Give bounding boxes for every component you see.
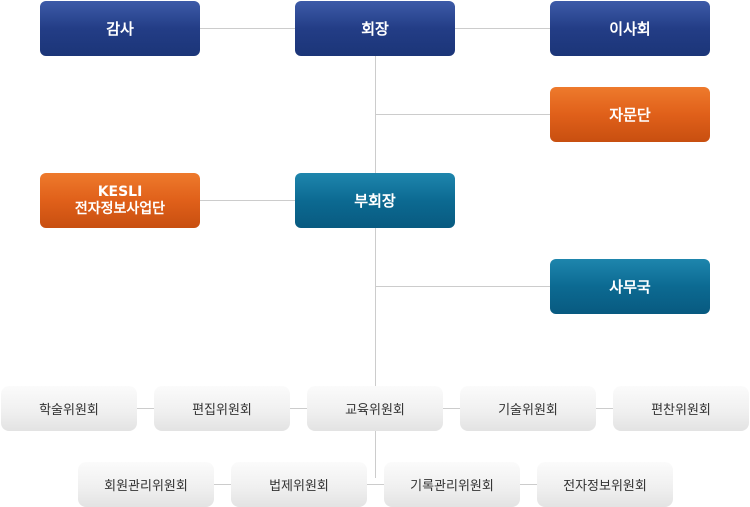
- committee-label: 교육위원회: [345, 403, 405, 418]
- committee-label: 편찬위원회: [651, 403, 711, 418]
- committee-label: 기술위원회: [498, 403, 558, 418]
- kesli-label-line2: 전자정보사업단: [74, 200, 166, 217]
- secretariat-box: 사무국: [550, 259, 710, 314]
- committee-label: 법제위원회: [269, 479, 329, 494]
- committee-box: 기록관리위원회: [384, 462, 520, 507]
- advisory-label: 자문단: [609, 106, 651, 124]
- vice-chairman-box: 부회장: [295, 173, 455, 228]
- committee-box: 편집위원회: [154, 386, 290, 431]
- committee-label: 편집위원회: [192, 403, 252, 418]
- chairman-label: 회장: [361, 20, 389, 38]
- committee-box: 전자정보위원회: [537, 462, 673, 507]
- kesli-label-line1: KESLI: [97, 183, 143, 200]
- committee-box: 법제위원회: [231, 462, 367, 507]
- secretariat-label: 사무국: [609, 278, 651, 296]
- committee-box: 학술위원회: [1, 386, 137, 431]
- board-label: 이사회: [609, 20, 651, 38]
- advisory-box: 자문단: [550, 87, 710, 142]
- committee-label: 전자정보위원회: [563, 479, 647, 494]
- committee-label: 회원관리위원회: [104, 479, 188, 494]
- committee-box: 기술위원회: [460, 386, 596, 431]
- committee-box: 회원관리위원회: [78, 462, 214, 507]
- kesli-box: KESLI 전자정보사업단: [40, 173, 200, 228]
- vice-chairman-label: 부회장: [354, 192, 396, 210]
- chairman-box: 회장: [295, 1, 455, 56]
- committee-box: 편찬위원회: [613, 386, 749, 431]
- committee-label: 기록관리위원회: [410, 479, 494, 494]
- committee-label: 학술위원회: [39, 403, 99, 418]
- committee-box: 교육위원회: [307, 386, 443, 431]
- audit-label: 감사: [106, 20, 134, 38]
- audit-box: 감사: [40, 1, 200, 56]
- board-box: 이사회: [550, 1, 710, 56]
